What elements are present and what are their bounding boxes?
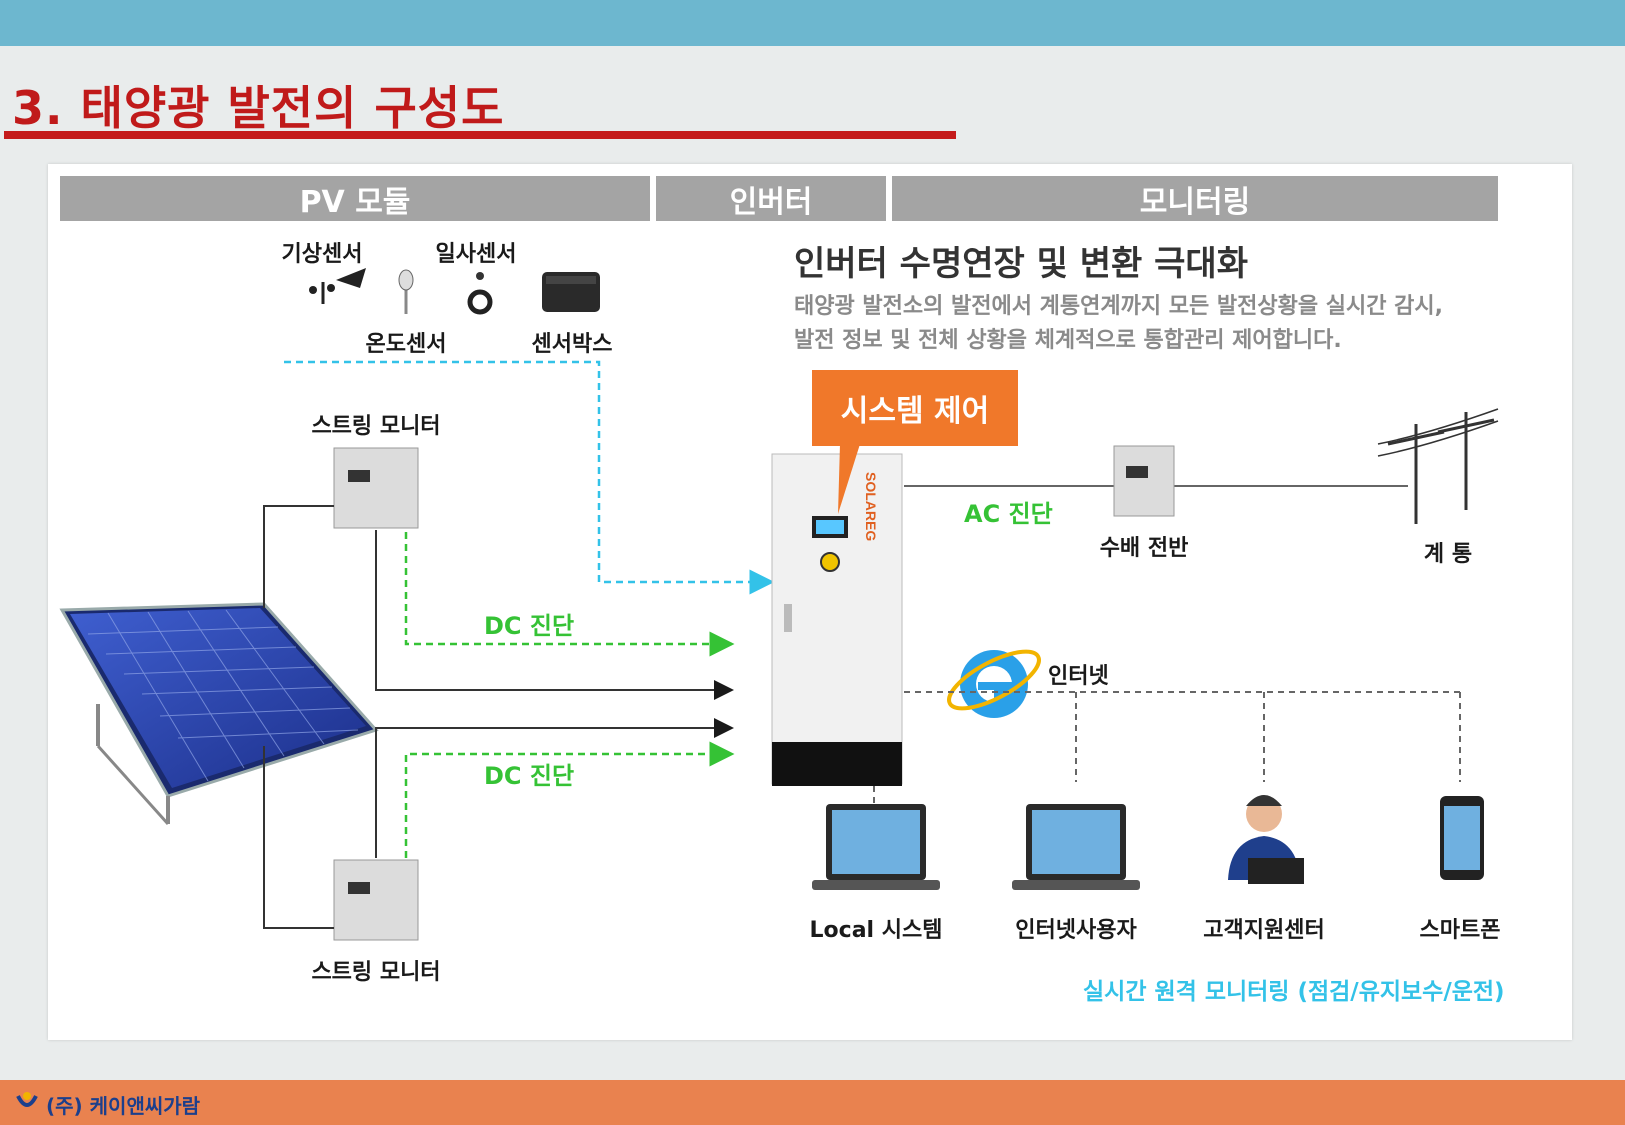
- title-underline: [4, 131, 956, 139]
- grid-label: 계 통: [1423, 542, 1473, 567]
- client-support-label: 고객지원센터: [1203, 918, 1325, 943]
- sensor-box-label: 센서박스: [531, 332, 613, 357]
- internet-label: 인터넷: [1048, 664, 1109, 689]
- internet-user-laptop-icon: [1012, 804, 1140, 890]
- system-control-callout: 시스템 제어: [812, 370, 1018, 446]
- inverter-desc-line1: 태양광 발전소의 발전에서 계통연계까지 모든 발전상황을 실시간 감시,: [794, 294, 1443, 319]
- client-local-label: Local 시스템: [809, 918, 943, 943]
- inverter-brand: SOLAREG: [863, 472, 879, 541]
- footer-bar: (주) 케이앤씨가람: [0, 1080, 1625, 1125]
- local-system-laptop-icon: [812, 804, 940, 890]
- string-monitor-top-icon: [333, 447, 419, 529]
- panel-board-label: 수배 전반: [1099, 536, 1189, 561]
- system-diagram: SOLAREG: [59, 268, 1499, 941]
- sensor-box-icon: [542, 272, 600, 312]
- weather-sensor-label: 기상센서: [281, 242, 363, 267]
- irradiance-sensor-icon: [467, 272, 493, 315]
- system-control-pointer: [838, 444, 860, 514]
- remote-monitoring-caption: 실시간 원격 모니터링 (점검/유지보수/운전): [1083, 979, 1505, 1005]
- sensor-data-line: [284, 360, 775, 595]
- irradiance-sensor-label: 일사센서: [435, 242, 517, 267]
- inverter-headline: 인버터 수명연장 및 변환 극대화: [794, 244, 1248, 284]
- temperature-sensor-label: 온도센서: [365, 332, 447, 357]
- ac-cutoff-label: AC 진단: [964, 500, 1053, 528]
- panel-board-icon: [1113, 445, 1175, 517]
- header-inverter: 인버터: [656, 176, 886, 221]
- company-logo-icon: [16, 1092, 38, 1107]
- top-banner: [0, 0, 1625, 46]
- support-center-agent-icon: [1228, 795, 1304, 884]
- string-monitor-bottom-label: 스트링 모니터: [311, 960, 441, 985]
- header-pv-module: PV 모듈: [60, 176, 650, 221]
- company-name: (주) 케이앤씨가람: [46, 1094, 201, 1118]
- solar-panel-icon: [59, 602, 379, 826]
- temperature-sensor-icon: [398, 269, 414, 314]
- client-internet-user-label: 인터넷사용자: [1015, 918, 1137, 943]
- smartphone-icon: [1440, 796, 1484, 880]
- diagram-panel: PV 모듈 인버터 모니터링: [48, 164, 1572, 1040]
- weather-sensor-icon: [309, 268, 366, 304]
- inverter-cabinet-icon: SOLAREG: [771, 453, 903, 786]
- page-title: 3. 태양광 발전의 구성도: [12, 81, 505, 135]
- client-smartphone-label: 스마트폰: [1419, 918, 1501, 943]
- dc-cutoff-bottom-label: DC 진단: [484, 762, 575, 790]
- string-monitor-top-label: 스트링 모니터: [311, 414, 441, 439]
- grid-tower-icon: [1377, 408, 1499, 524]
- internet-explorer-icon: [947, 649, 1041, 718]
- inverter-desc-line2: 발전 정보 및 전체 상황을 체계적으로 통합관리 제어합니다.: [794, 328, 1342, 353]
- string-monitor-bottom-icon: [333, 859, 419, 941]
- header-monitoring: 모니터링: [892, 176, 1498, 221]
- dc-cutoff-top-label: DC 진단: [484, 612, 575, 640]
